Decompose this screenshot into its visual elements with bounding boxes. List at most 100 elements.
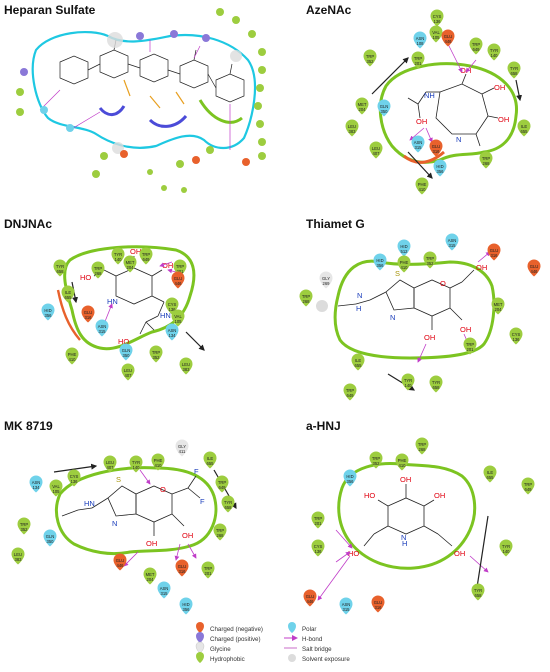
- residue-name: GLU: [432, 144, 441, 149]
- residue-name: LEU: [106, 460, 114, 465]
- pocket-outline: [63, 245, 196, 351]
- residue-name: MET: [126, 260, 135, 265]
- residue-marker: [343, 383, 357, 401]
- residue-number: 350: [123, 353, 131, 358]
- residue-marker: [121, 363, 135, 381]
- residue-number: 410: [69, 357, 77, 362]
- residue-number: 315: [415, 145, 423, 150]
- residue-marker: [507, 61, 521, 79]
- residue-name: TRP: [302, 294, 311, 299]
- oxygen-label: O: [440, 279, 446, 288]
- residue-number: 134: [33, 485, 41, 490]
- residue-marker: [491, 297, 505, 315]
- residue-marker: [49, 479, 63, 497]
- residue-number: 204: [495, 307, 503, 312]
- residue-marker: [213, 523, 227, 541]
- residue-marker: [363, 49, 377, 67]
- residue-number: 204: [359, 107, 367, 112]
- residue-number: 316: [375, 605, 383, 610]
- residue-name: TYR: [224, 500, 232, 505]
- residue-name: TRP: [218, 480, 227, 485]
- panel-title-a-hnj: a-HNJ: [306, 419, 341, 433]
- residue-name: GLU: [530, 264, 539, 269]
- residue-marker: [17, 517, 31, 535]
- residue-marker: [319, 271, 333, 289]
- legend-label-charged-positive: Charged (positive): [210, 636, 261, 643]
- residue-marker: [469, 37, 483, 55]
- residue-number: 356: [183, 607, 191, 612]
- residue-marker: [149, 345, 163, 363]
- residue-number: 410: [399, 463, 407, 468]
- hydroxyl-label: OH: [162, 261, 173, 270]
- residue-number: 105: [53, 489, 61, 494]
- legend-swatch-glycine: [195, 641, 205, 654]
- residue-name: TRP: [366, 54, 375, 59]
- residue-number: 411: [179, 449, 186, 454]
- residue-marker: [95, 319, 109, 337]
- hydroxyl-label: HO: [80, 273, 91, 282]
- legend: Charged (negative) Charged (positive) Gl…: [195, 622, 350, 663]
- residue-number: 356: [347, 479, 355, 484]
- residue-name: LEU: [372, 146, 380, 151]
- residue-marker: [303, 589, 317, 607]
- residue-marker: [111, 247, 125, 265]
- residue-number: 204: [147, 577, 155, 582]
- residue-number: 350: [381, 109, 389, 114]
- residue-name: VAL: [432, 30, 440, 35]
- residue-name: CYS: [168, 302, 177, 307]
- residue-name: GLU: [174, 276, 183, 281]
- pocket-outline: [55, 466, 218, 556]
- pocket-outline: [31, 30, 257, 150]
- residue-name: LEU: [14, 552, 22, 557]
- hydroxyl-label: OH: [146, 539, 157, 548]
- nitrogen-label: N: [112, 519, 117, 528]
- legend-label-hydrophobic: Hydrophobic: [210, 656, 245, 663]
- residue-marker: [175, 439, 189, 457]
- residue-marker: [43, 529, 57, 547]
- residue-marker: [397, 239, 411, 257]
- residue-number: 407: [107, 465, 115, 470]
- residue-name: TRP: [466, 342, 475, 347]
- residue-marker: [311, 539, 325, 557]
- residue-number: 108: [417, 41, 425, 46]
- residue-marker: [179, 357, 193, 375]
- residue-marker: [129, 455, 143, 473]
- residue-name: HID: [44, 308, 51, 313]
- residue-marker: [423, 251, 437, 269]
- residue-name: TYR: [404, 378, 412, 383]
- residue-number: 446: [307, 599, 315, 604]
- residue-marker: [411, 135, 425, 153]
- residue-marker: [123, 255, 137, 273]
- residue-name: ILE: [521, 124, 527, 129]
- residue-marker: [429, 375, 443, 393]
- residue-name: TRP: [482, 156, 491, 161]
- residue-name: GLN: [46, 534, 55, 539]
- residue-number: 136: [71, 479, 79, 484]
- residue-marker: [499, 539, 513, 557]
